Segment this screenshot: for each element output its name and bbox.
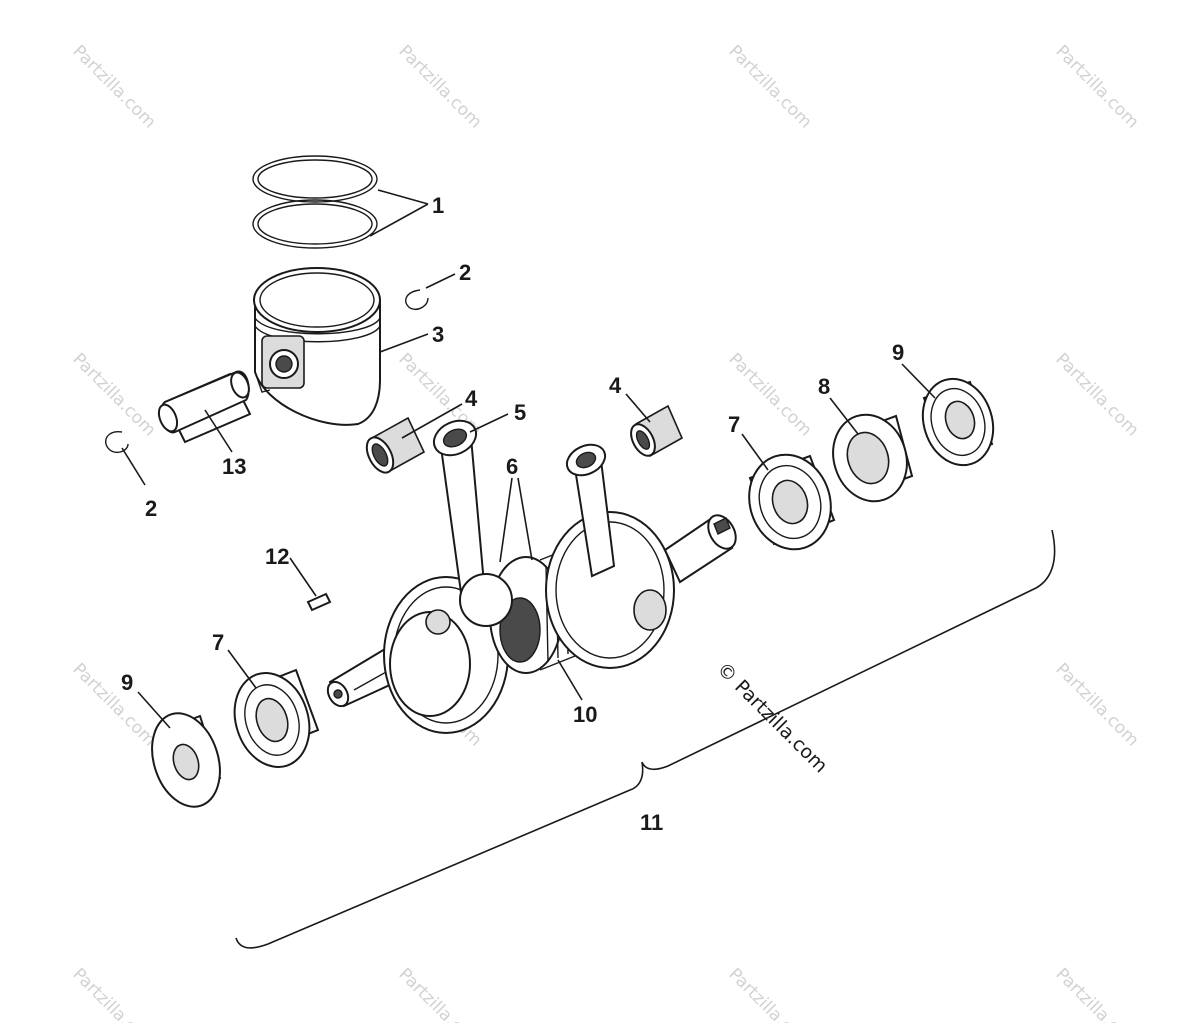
- callout-7: 7: [728, 412, 740, 437]
- watermark: Partzilla.com: [68, 41, 159, 132]
- piston-rings: [252, 155, 378, 249]
- woodruff-key: [306, 592, 332, 612]
- circlip-lower: [104, 431, 129, 454]
- needle-bearing-left: [365, 416, 426, 474]
- watermark: Partzilla.com: [724, 964, 815, 1023]
- callout-12: 12: [265, 544, 289, 569]
- watermark: Partzilla.com: [1051, 964, 1142, 1023]
- bearing-ring: [832, 413, 914, 503]
- leader-lines: [121, 189, 936, 729]
- piston: [253, 267, 381, 426]
- callout-5: 5: [514, 400, 526, 425]
- callout-11: 11: [640, 810, 663, 835]
- watermark: Partzilla.com: [68, 659, 159, 750]
- callout-6: 6: [506, 454, 518, 479]
- crankshaft-assembly: [326, 419, 737, 734]
- callout-labels: 1 2 3 13 2 4 5 4 6 7 8 9 12 7 9 10 11: [121, 193, 904, 835]
- callout-4: 4: [609, 373, 622, 398]
- callout-8: 8: [818, 374, 830, 399]
- callout-1: 1: [432, 193, 444, 218]
- callout-4: 4: [465, 386, 478, 411]
- callout-2: 2: [145, 496, 157, 521]
- ball-bearing-left: [233, 668, 320, 768]
- assembly-bracket: [235, 529, 1056, 949]
- ball-bearing-right: [748, 453, 836, 551]
- oil-seal-right: [921, 377, 995, 467]
- callout-13: 13: [222, 454, 246, 479]
- watermark: Partzilla.com: [724, 41, 815, 132]
- watermark: Partzilla.com: [1051, 659, 1142, 750]
- needle-bearing-right: [630, 404, 684, 458]
- callout-3: 3: [432, 322, 444, 347]
- callout-10: 10: [573, 702, 597, 727]
- callout-7: 7: [212, 630, 224, 655]
- watermark: Partzilla.com: [68, 964, 159, 1023]
- watermark: Partzilla.com: [68, 349, 159, 440]
- watermark: Partzilla.com: [394, 964, 485, 1023]
- callout-9: 9: [892, 340, 904, 365]
- piston-pin: [157, 370, 252, 444]
- watermark: Partzilla.com: [1051, 349, 1142, 440]
- main-watermark: © Partzilla.com: [712, 658, 831, 777]
- circlip-upper: [405, 289, 429, 310]
- callout-2: 2: [459, 260, 471, 285]
- oil-seal-left: [151, 712, 222, 808]
- watermark: Partzilla.com: [394, 41, 485, 132]
- callout-9: 9: [121, 670, 133, 695]
- watermark: Partzilla.com: [1051, 41, 1142, 132]
